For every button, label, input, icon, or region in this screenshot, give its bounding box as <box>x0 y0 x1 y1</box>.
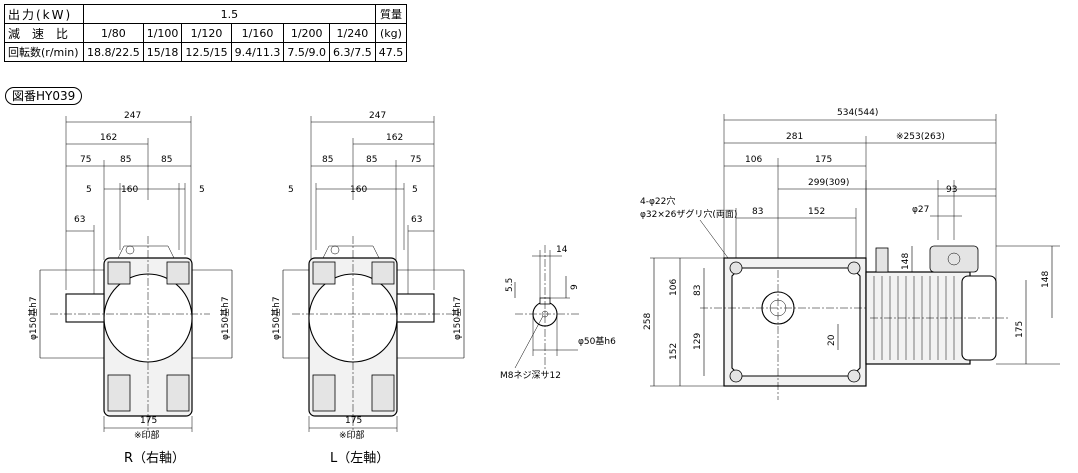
housing-corner <box>166 261 190 285</box>
dim-148-b: 148 <box>1041 271 1051 288</box>
dim-148-a: 148 <box>901 253 911 270</box>
speed-cell: 7.5/9.0 <box>283 42 331 62</box>
eye-bolt-ring <box>330 245 340 255</box>
housing-corner <box>107 374 131 412</box>
mass-value: 47.5 <box>374 42 408 62</box>
terminal-box <box>929 245 979 273</box>
spec-table: 出力(kW) 1.5 質量 減速比 1/80 1/100 1/120 1/160… <box>3 4 408 62</box>
ratio-cell: 1/240 <box>329 23 376 43</box>
view-caption: L（左軸） <box>330 451 389 466</box>
dim-5: 5 <box>199 185 205 195</box>
dim-85: 85 <box>161 155 172 165</box>
dim-85: 85 <box>120 155 131 165</box>
housing-corner <box>107 261 131 285</box>
hole-note-2: φ32×26ザグリ穴(両面) <box>640 208 737 220</box>
view-l: 247 162 85 85 75 5 160 5 63 φ150基h7 φ150… <box>270 111 465 466</box>
dim-75: 75 <box>410 155 421 165</box>
speed-cell: 6.3/7.5 <box>329 42 376 62</box>
dim-93: 93 <box>946 185 957 195</box>
dim-253: ※253(263) <box>896 132 945 142</box>
dim-129: 129 <box>693 333 703 350</box>
dim-152: 152 <box>808 207 825 217</box>
dim-5-5: 5.5 <box>505 278 515 292</box>
dim-175: 175 <box>815 155 832 165</box>
housing-corner <box>371 374 395 412</box>
dia-right: φ150基h7 <box>219 296 231 340</box>
speed-cell: 9.4/11.3 <box>230 42 285 62</box>
housing-face <box>731 267 861 377</box>
eye-bolt <box>322 245 380 259</box>
shaft-diameter: φ50基h6 <box>578 335 616 347</box>
dim-152: 152 <box>669 343 679 360</box>
housing-corner <box>312 261 336 285</box>
housing-corner <box>371 261 395 285</box>
figure-label: 図番HY039 <box>5 87 83 105</box>
dim-175-v: 175 <box>1015 321 1025 338</box>
dim-5: 5 <box>288 185 294 195</box>
dim-299: 299(309) <box>808 178 849 188</box>
housing-corner <box>312 374 336 412</box>
shaft-detail: 14 5.5 9 φ50基h6 M8ネジ深サ12 <box>500 245 616 381</box>
output-shaft <box>396 293 435 323</box>
dim-20: 20 <box>827 334 837 346</box>
dim-160: 160 <box>350 185 367 195</box>
dim-162: 162 <box>100 133 117 143</box>
dim-overall: 534(544) <box>837 108 878 118</box>
speed-cell: 18.8/22.5 <box>83 42 144 62</box>
mount-hole <box>847 369 861 383</box>
dim-5: 5 <box>412 185 418 195</box>
dim-63: 63 <box>411 215 422 225</box>
dim-9: 9 <box>570 284 580 290</box>
speed-cell: 12.5/15 <box>181 42 232 62</box>
dim-5: 5 <box>86 185 92 195</box>
dia-right: φ150基h7 <box>451 296 463 340</box>
dim-162: 162 <box>386 133 403 143</box>
view-caption: R（右軸） <box>124 451 185 466</box>
hole-note-1: 4-φ22穴 <box>640 195 675 207</box>
tap-note: M8ネジ深サ12 <box>500 370 561 381</box>
dim-83: 83 <box>693 285 703 296</box>
dia-left: φ150基h7 <box>270 296 282 340</box>
mark-note: ※印部 <box>134 429 160 441</box>
mount-hole <box>847 261 861 275</box>
dim-63: 63 <box>74 215 85 225</box>
dim-175: 175 <box>140 416 157 426</box>
dim-247: 247 <box>369 111 386 121</box>
ratio-cell: 1/80 <box>83 23 144 43</box>
housing-corner <box>166 374 190 412</box>
dim-27: φ27 <box>912 205 929 215</box>
front-view: 534(544) 281 ※253(263) 106 175 299(309) … <box>640 108 1060 400</box>
dim-106: 106 <box>745 155 762 165</box>
dim-75: 75 <box>80 155 91 165</box>
output-shaft <box>65 293 105 323</box>
mount-hole <box>729 261 743 275</box>
view-r: 247 162 75 85 85 5 160 5 63 φ150基h7 φ150… <box>27 111 233 466</box>
ratio-cell: 1/100 <box>142 23 183 43</box>
eye-bolt-ring <box>125 245 135 255</box>
dim-14: 14 <box>556 245 568 255</box>
dim-247: 247 <box>124 111 141 121</box>
mount-hole <box>729 369 743 383</box>
ratio-cell: 1/200 <box>283 23 331 43</box>
motor-bracket <box>875 247 889 273</box>
dim-281: 281 <box>786 132 803 142</box>
mark-note: ※印部 <box>339 429 365 441</box>
eye-bolt <box>117 245 175 259</box>
speed-label: 回転数(r/min) <box>3 42 85 62</box>
dim-85: 85 <box>322 155 333 165</box>
dim-85: 85 <box>366 155 377 165</box>
dim-175: 175 <box>345 416 362 426</box>
dim-160: 160 <box>121 185 138 195</box>
terminal-port <box>947 252 961 266</box>
dia-left: φ150基h7 <box>27 296 39 340</box>
dim-106: 106 <box>669 279 679 296</box>
dim-83: 83 <box>752 207 763 217</box>
dim-258: 258 <box>643 313 653 330</box>
